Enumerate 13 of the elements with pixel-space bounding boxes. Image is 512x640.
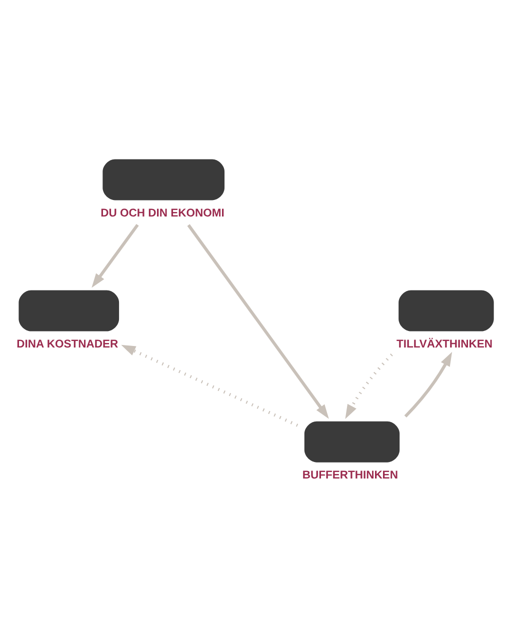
node-box <box>398 290 494 332</box>
arrow <box>187 224 329 419</box>
node-label: DINA KOSTNADER <box>16 338 118 350</box>
arrow <box>121 344 298 427</box>
node-label: TILLVÄXTHINKEN <box>396 338 493 350</box>
node-box <box>102 159 225 200</box>
node-box <box>304 421 400 462</box>
node-box <box>18 290 120 332</box>
arrow <box>404 352 452 418</box>
node-label: BUFFERTHINKEN <box>302 470 398 482</box>
arrow <box>92 224 139 288</box>
arrow <box>345 354 393 419</box>
node-label: DU OCH DIN EKONOMI <box>100 207 224 220</box>
